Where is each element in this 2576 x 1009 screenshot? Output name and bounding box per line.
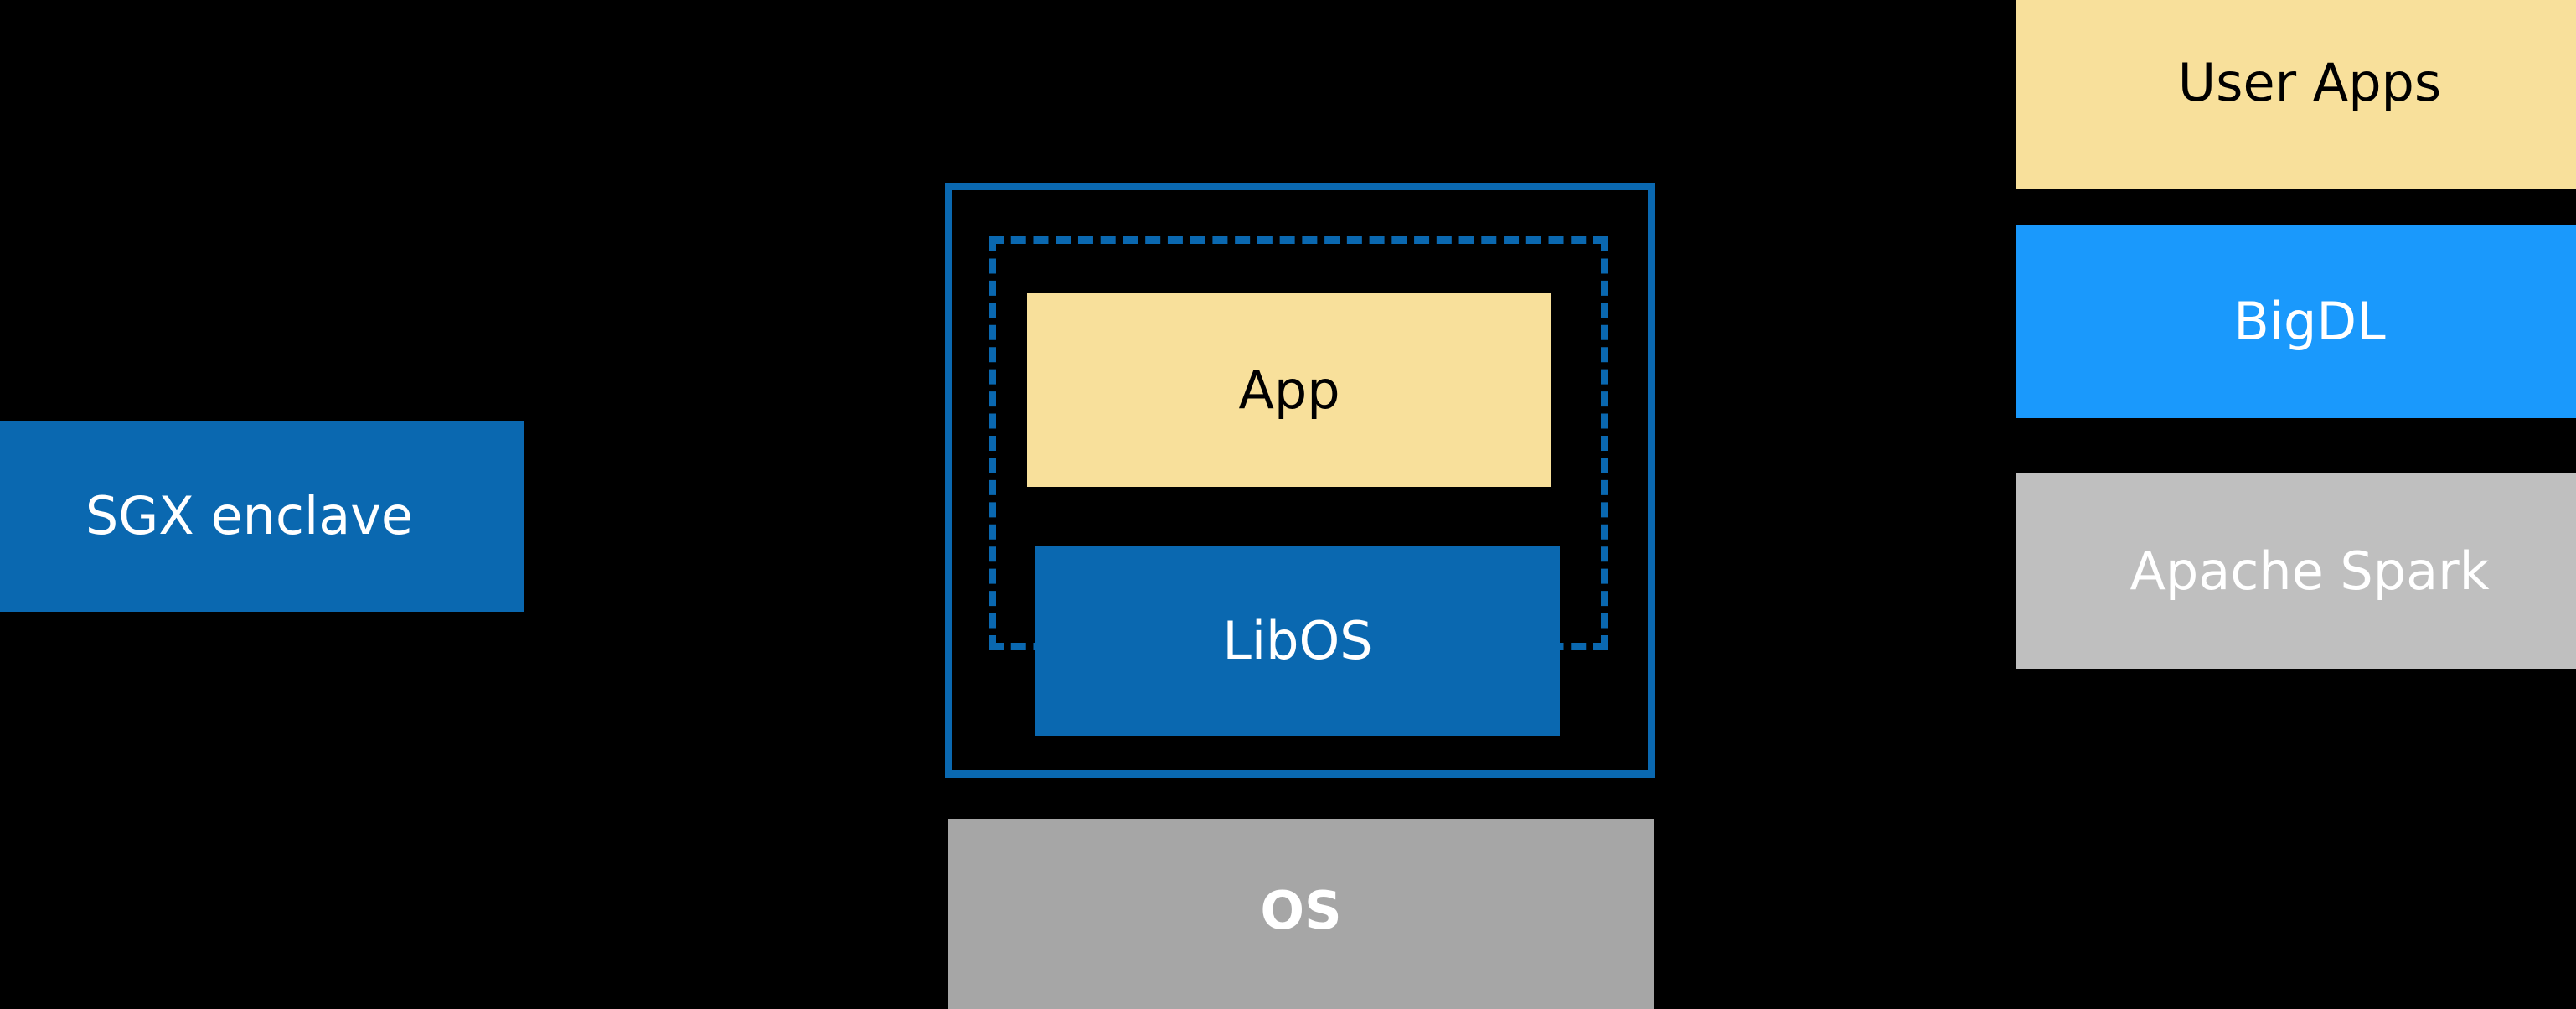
apache-spark-label: Apache Spark [2129,540,2490,602]
app-box[interactable]: App [1027,293,1551,487]
sgx-enclave-label: SGX enclave [85,485,414,547]
user-apps-box[interactable]: User Apps [2016,0,2576,189]
connector-libos-to-bigdl [1592,352,2023,367]
sgx-enclave-box[interactable]: SGX enclave [0,421,524,612]
arrowhead-icon-libos [1587,348,1604,370]
apache-spark-box[interactable]: Apache Spark [2016,473,2576,669]
bigdl-box[interactable]: BigDL [2016,225,2576,418]
os-box[interactable]: OS [948,819,1654,1009]
connector-app-to-user-apps [1546,191,2023,206]
user-apps-label: User Apps [2177,51,2442,113]
libos-box[interactable]: LibOS [1035,546,1560,736]
app-label: App [1238,359,1340,421]
connector-sgx-enclave-to-enclave-boundary [518,508,953,523]
arrowhead-icon-app [1541,187,1558,209]
os-label: OS [1260,880,1342,941]
bigdl-label: BigDL [2233,290,2386,352]
libos-label: LibOS [1222,609,1373,671]
enclave-boundary-outline [945,183,1655,778]
